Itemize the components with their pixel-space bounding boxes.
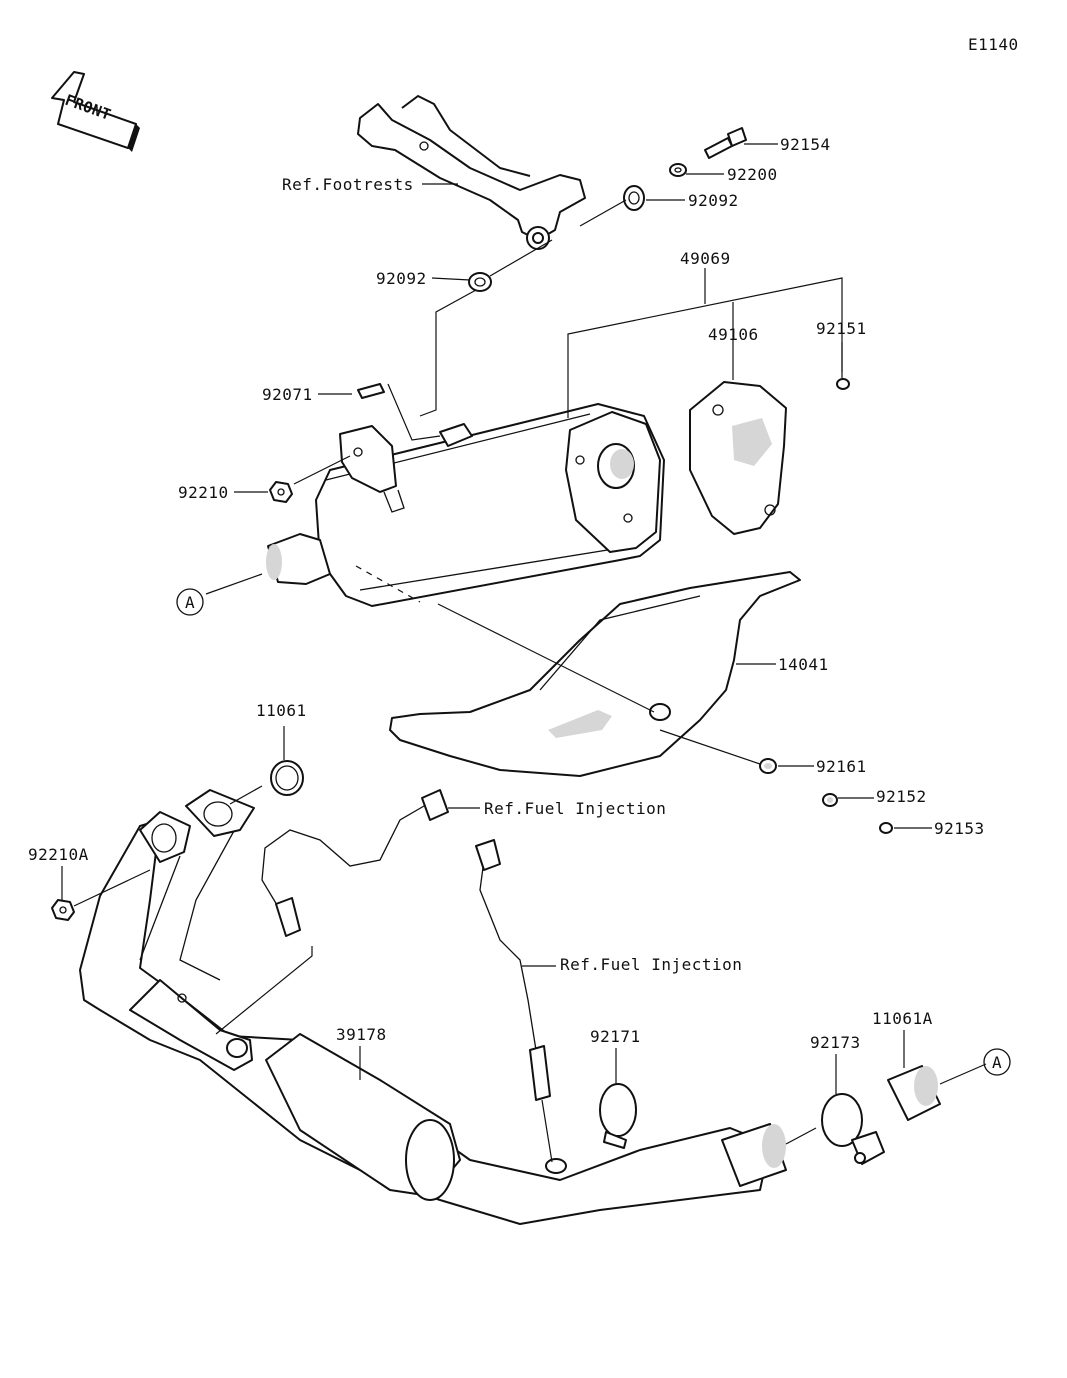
washer-92200 [669,163,687,177]
svg-text:A: A [185,593,195,612]
label-92152: 92152 [876,787,927,806]
muffler-cover-49106 [689,381,787,535]
label-92161: 92161 [816,757,867,776]
bolt-92154 [704,127,747,159]
label-11061A: 11061A [872,1009,933,1028]
label-39178: 39178 [336,1025,387,1044]
label-92210: 92210 [178,483,229,502]
label-ref-fuel-injection-2: Ref.Fuel Injection [560,955,742,974]
label-11061: 11061 [256,701,307,720]
exhaust-pipe-39178 [79,789,787,1225]
label-92151: 92151 [816,319,867,338]
label-92092-left: 92092 [376,269,427,288]
label-ref-fuel-injection-1: Ref.Fuel Injection [484,799,666,818]
clip-92071 [357,383,385,399]
bolt-92153 [879,822,893,834]
heat-shield-14041 [389,571,801,777]
label-92153: 92153 [934,819,985,838]
label-49069: 49069 [680,249,731,268]
oxygen-sensor-2 [475,839,551,1101]
gasket-11061A [887,1065,941,1121]
diagram-code: E1140 [968,35,1019,54]
label-92171: 92171 [590,1027,641,1046]
label-92173: 92173 [810,1033,861,1052]
label-92210A: 92210A [28,845,89,864]
grommet-92092-left [468,272,492,292]
label-92200: 92200 [727,165,778,184]
muffler-49069 [266,403,665,607]
grommet-92092-top [623,185,645,211]
clamp-92173 [821,1093,885,1165]
reference-circle-a-left: A [176,588,204,616]
nut-92152 [822,793,838,807]
bolt-92151 [836,378,850,390]
nut-92210 [269,481,293,503]
leader-lines [61,143,987,1163]
label-92071: 92071 [262,385,313,404]
label-49106: 49106 [708,325,759,344]
label-92154: 92154 [780,135,831,154]
label-14041: 14041 [778,655,829,674]
gasket-11061 [270,760,304,796]
nut-92161 [759,758,777,774]
label-92092-top: 92092 [688,191,739,210]
reference-circle-a-right: A [983,1048,1011,1076]
clamp-92171 [599,1083,637,1149]
footrest-bracket [357,95,586,250]
nut-92210A [51,899,75,921]
svg-text:A: A [992,1053,1002,1072]
label-ref-footrests: Ref.Footrests [282,175,414,194]
oxygen-sensor-1 [261,789,449,937]
front-arrow-icon: FRONT [51,71,140,152]
